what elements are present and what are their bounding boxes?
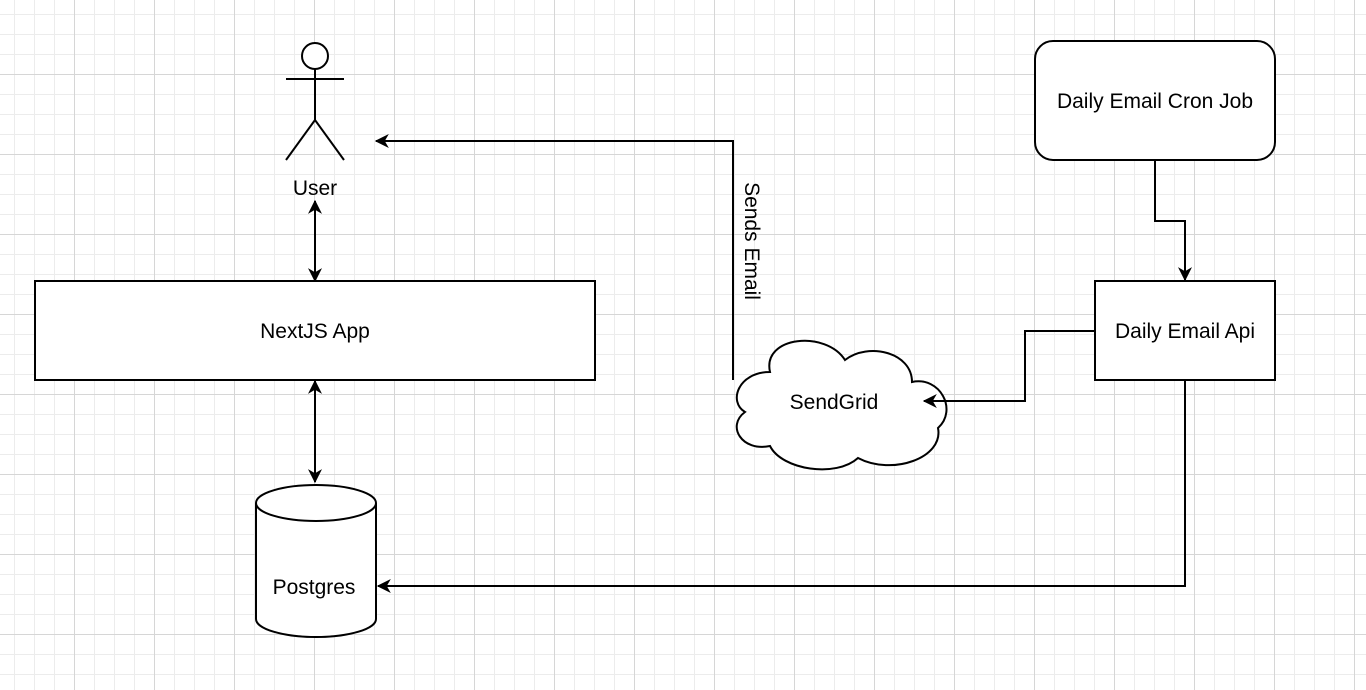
nextjs-app-node[interactable]: NextJS App	[34, 280, 596, 381]
cron-job-box	[1034, 40, 1276, 161]
email-api-box	[1094, 280, 1276, 381]
user-label: User	[293, 177, 337, 200]
postgres-cylinder-top	[255, 484, 377, 522]
email-api-label: Daily Email Api	[1115, 320, 1255, 343]
postgres-label: Postgres	[273, 576, 356, 599]
edge-sendgrid-user	[374, 134, 734, 380]
cron-job-node[interactable]: Daily Email Cron Job	[1034, 40, 1276, 161]
actor-left-leg	[285, 119, 316, 161]
actor-right-leg	[314, 119, 345, 161]
actor-head	[301, 42, 329, 70]
sendgrid-node[interactable]: SendGrid	[735, 339, 948, 471]
postgres-node[interactable]: Postgres	[255, 484, 377, 638]
edge-api-postgres	[376, 381, 1186, 593]
edge-label-sends-email: Sends Email	[740, 182, 763, 300]
edge-cron-api	[1154, 161, 1192, 282]
postgres-cylinder-body	[255, 503, 377, 638]
nextjs-app-label: NextJS App	[260, 320, 370, 343]
email-api-node[interactable]: Daily Email Api	[1094, 280, 1276, 381]
sendgrid-cloud-shape	[735, 339, 948, 471]
cron-job-label: Daily Email Cron Job	[1057, 90, 1253, 113]
user-actor[interactable]: User	[285, 42, 345, 200]
nextjs-app-box	[34, 280, 596, 381]
sendgrid-label: SendGrid	[790, 391, 879, 414]
edge-api-sendgrid	[922, 330, 1095, 408]
